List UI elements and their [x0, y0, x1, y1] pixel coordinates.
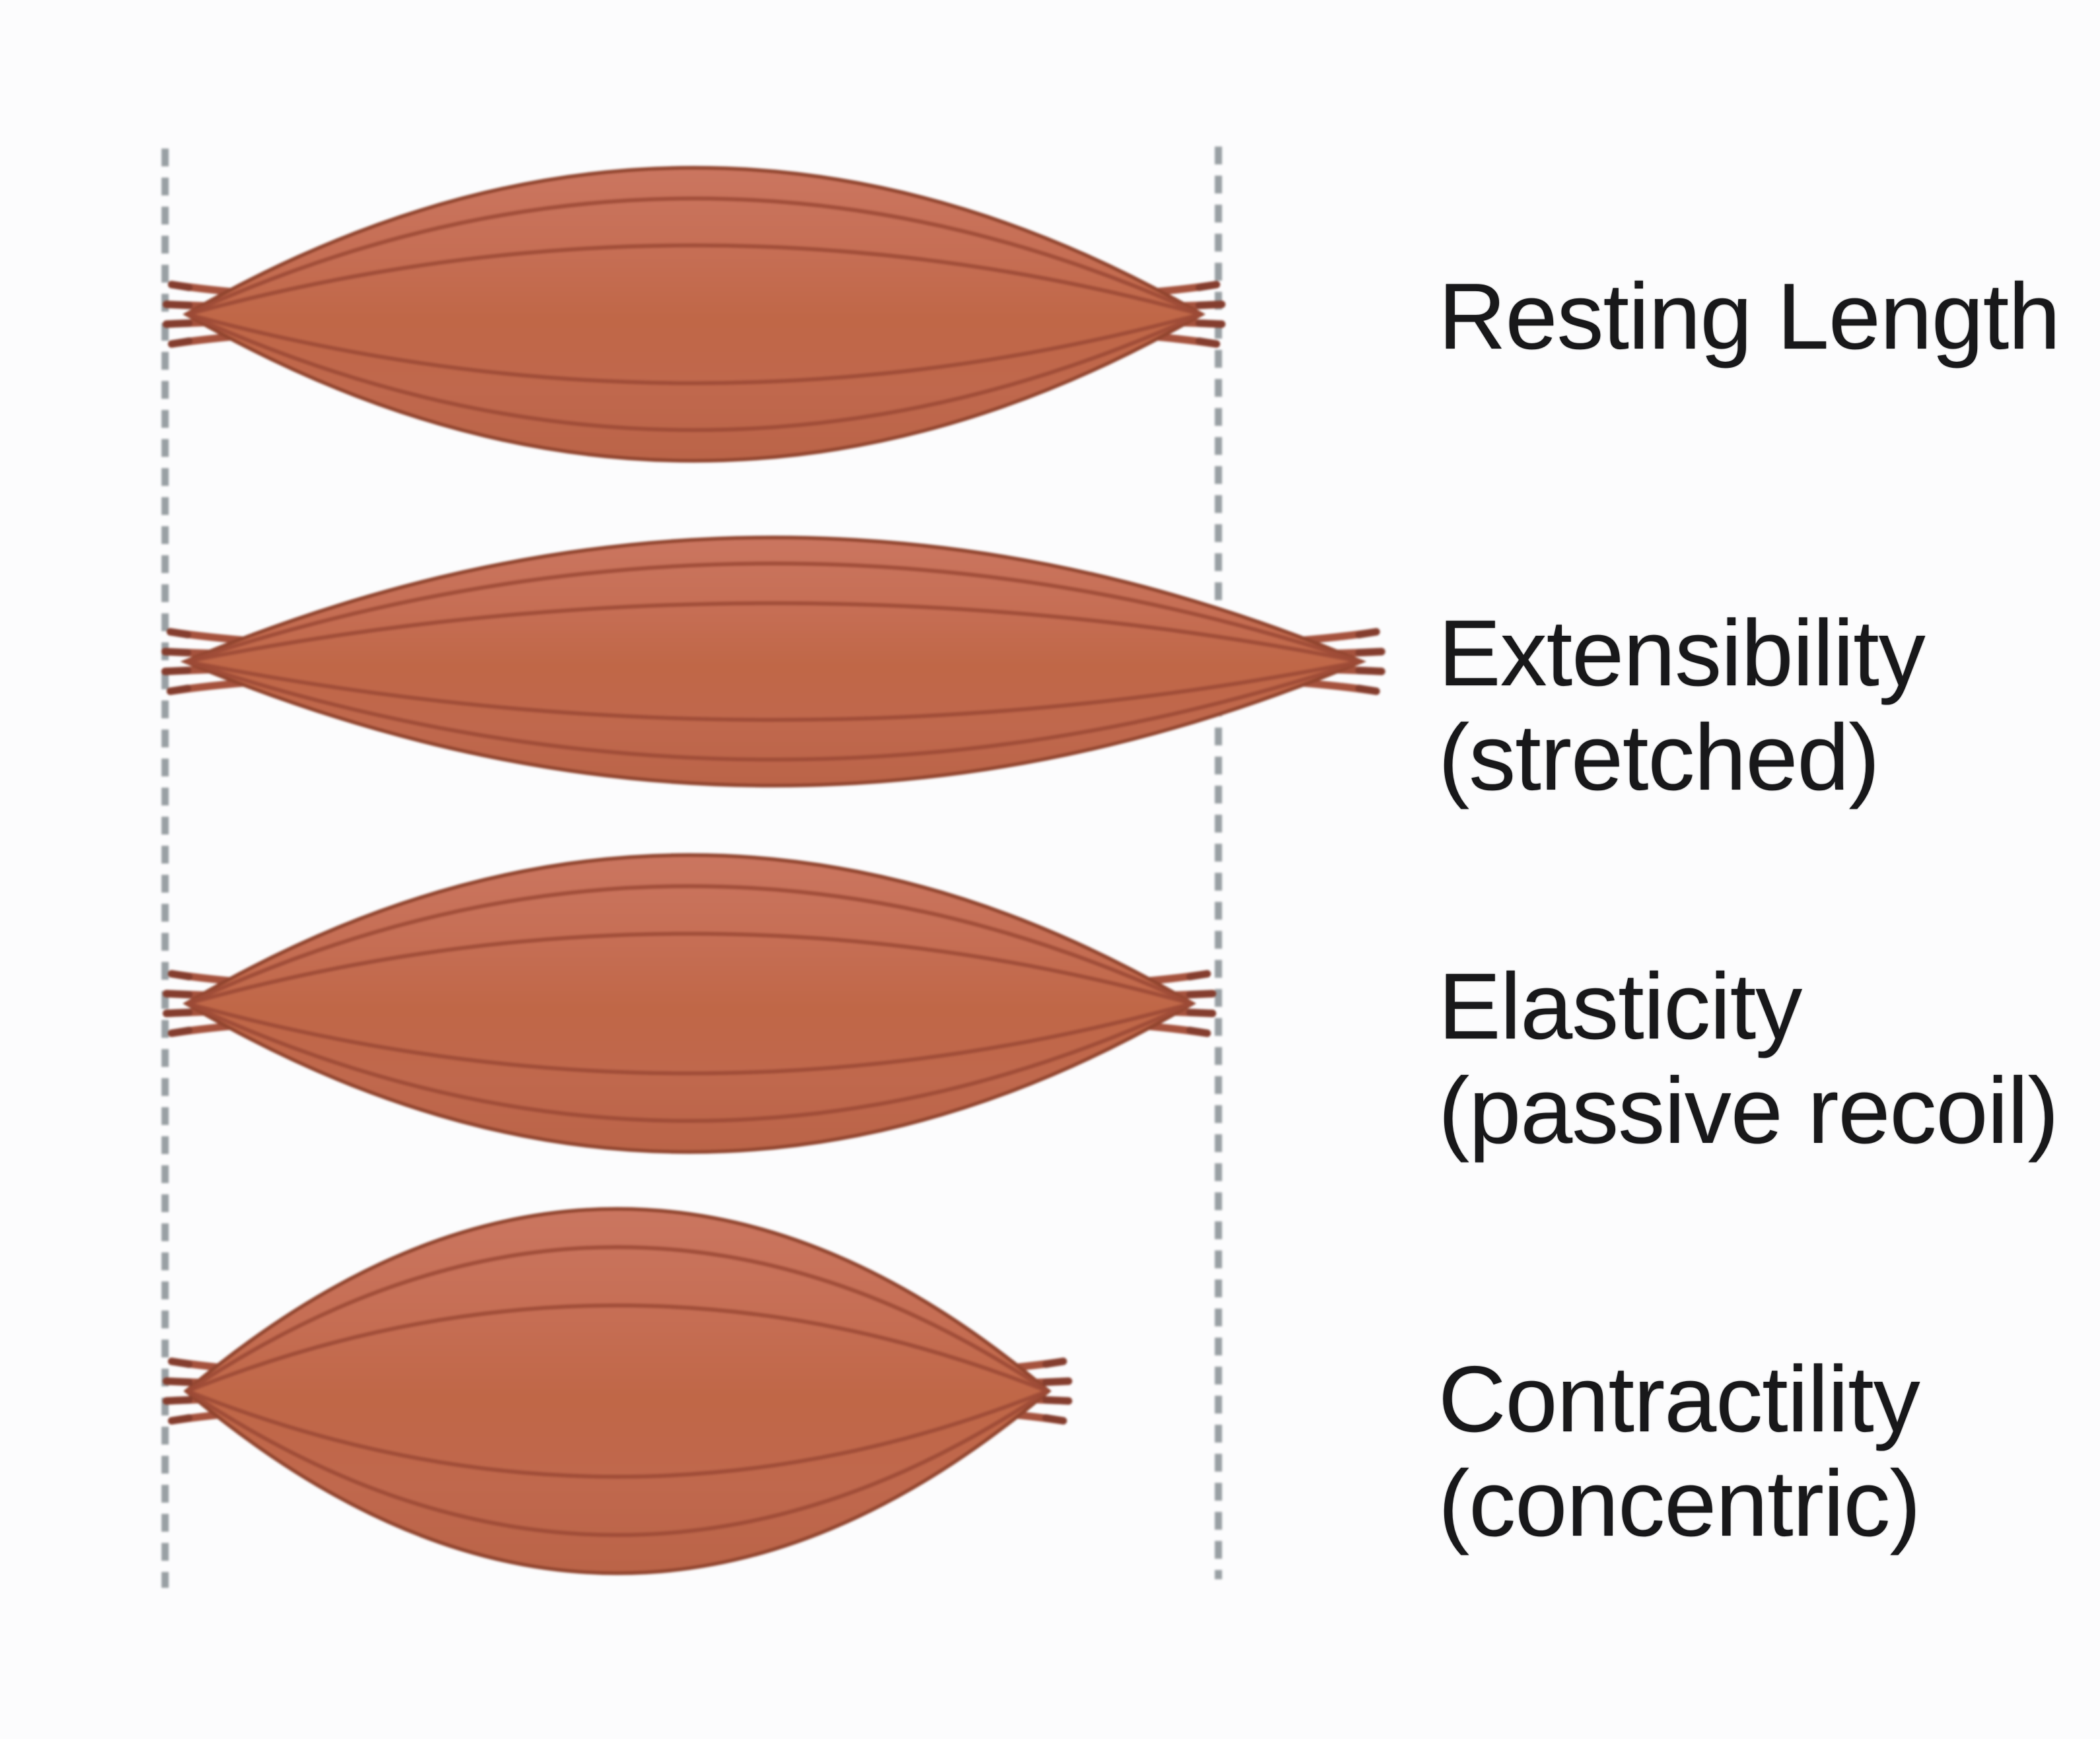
- tendon-strand-tip: [162, 300, 193, 309]
- muscle-body: [182, 166, 1206, 463]
- tendon-strand-tip: [1042, 1396, 1072, 1405]
- label-extensibility: Extensibility(stretched): [1438, 601, 1926, 810]
- label-subtitle: (stretched): [1438, 705, 1880, 810]
- muscle-body: [183, 1207, 1052, 1575]
- fiber-line: [186, 1303, 1049, 1393]
- tendon-strand-tip: [1355, 628, 1380, 638]
- label-title: Extensibility: [1438, 601, 1926, 706]
- tendon-strand-tip: [1195, 281, 1220, 291]
- label-contractility: Contractility(concentric): [1438, 1347, 1921, 1556]
- tendon-strand-tip: [168, 337, 193, 348]
- tendon-strand-tip: [1186, 990, 1216, 998]
- fiber-line: [187, 243, 1201, 316]
- label-resting-length: Resting Length: [1438, 265, 2060, 369]
- fiber-line: [186, 884, 1193, 1006]
- fiber-line: [186, 660, 1361, 722]
- tendon-strand-tip: [162, 990, 193, 998]
- tendon-strand-tip: [166, 685, 192, 695]
- tendon-strand-tip: [1042, 1357, 1067, 1368]
- fiber-line: [186, 1389, 1049, 1537]
- tendon-strand-tip: [162, 1377, 193, 1386]
- muscle-extensibility: [161, 535, 1385, 788]
- fiber-line: [187, 1002, 1192, 1075]
- tendon-strand-tip: [162, 1009, 193, 1017]
- tendon-strand-tip: [1355, 648, 1385, 656]
- tendon-strand-tip: [168, 1357, 193, 1368]
- tendon-strand-tip: [161, 648, 192, 656]
- label-title: Resting Length: [1438, 264, 2060, 369]
- label-subtitle: (concentric): [1438, 1451, 1921, 1556]
- tendon-strand-tip: [168, 1027, 193, 1037]
- fiber-line: [187, 312, 1201, 386]
- tendon-strand-tip: [1186, 1027, 1211, 1037]
- tendon-strand-tip: [1186, 1009, 1216, 1017]
- tendon-strand-tip: [168, 1414, 193, 1425]
- fiber-line: [186, 1389, 1049, 1479]
- tendon-strand-tip: [1355, 667, 1385, 675]
- tendon-strand-tip: [1186, 970, 1211, 980]
- fiber-line: [186, 601, 1361, 664]
- fiber-line: [186, 312, 1202, 432]
- tendon-strand-tip: [1042, 1414, 1067, 1425]
- label-title: Elasticity: [1438, 954, 1802, 1059]
- guide-lines: [161, 147, 1222, 1588]
- tendon-strand-tip: [166, 628, 192, 638]
- fiber-line: [186, 1245, 1049, 1393]
- tendon-strand-tip: [162, 320, 193, 328]
- tendon-strand-tip: [1355, 685, 1380, 695]
- tendon-strand-tip: [161, 667, 192, 675]
- fiber-line: [186, 660, 1361, 762]
- tendon-strand-tip: [168, 970, 193, 980]
- tendon-strand-tip: [1195, 300, 1226, 309]
- label-elasticity: Elasticity(passive recoil): [1438, 954, 2059, 1163]
- tendon-strand-tip: [1195, 337, 1220, 348]
- muscle-body: [180, 535, 1367, 788]
- label-subtitle: (passive recoil): [1438, 1058, 2059, 1163]
- tendon-strand-tip: [1195, 320, 1226, 328]
- label-title: Contractility: [1438, 1347, 1920, 1452]
- tendon-strand-tip: [1042, 1377, 1072, 1386]
- muscle-contractility: [162, 1207, 1072, 1575]
- fiber-line: [187, 932, 1192, 1006]
- tendon-strand-tip: [162, 1396, 193, 1405]
- fiber-line: [186, 196, 1202, 316]
- fiber-line: [186, 561, 1361, 664]
- fiber-line: [186, 1002, 1193, 1123]
- muscle-elasticity: [162, 853, 1216, 1154]
- tendon-strand-tip: [168, 281, 193, 291]
- muscle-resting-length: [162, 166, 1226, 463]
- muscle-body: [182, 853, 1197, 1154]
